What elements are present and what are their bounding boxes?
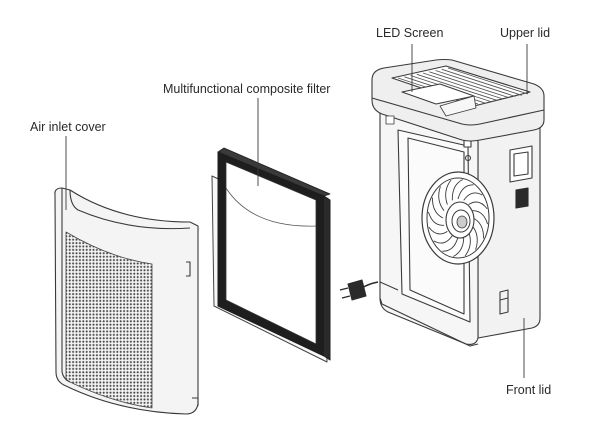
filter-label: Multifunctional composite filter <box>163 82 331 96</box>
fan-blade <box>445 179 452 205</box>
fan-blade <box>428 226 448 235</box>
fan-blade <box>471 210 489 225</box>
upper-lid-label: Upper lid <box>500 26 551 40</box>
fan-blade <box>433 235 453 244</box>
grille-pattern <box>65 231 153 409</box>
front-lid-label: Front lid <box>506 383 552 397</box>
fan-blade <box>451 179 463 201</box>
vent-slat <box>416 73 497 101</box>
fan-blade <box>438 186 445 211</box>
vent-slat <box>422 72 504 100</box>
air-inlet-cover <box>54 187 199 415</box>
fan-blade <box>427 211 445 226</box>
vent-slat <box>435 70 516 97</box>
fan-blade <box>463 192 483 201</box>
led-screen-label: LED Screen <box>376 26 444 40</box>
leader-lines <box>65 44 528 378</box>
fan-blade <box>468 201 488 210</box>
composite-filter <box>211 147 331 363</box>
vent-slat <box>441 68 522 96</box>
fan-blade <box>442 236 459 252</box>
vent-slat <box>447 67 529 95</box>
upper-lid <box>371 58 545 142</box>
fan-blade <box>457 184 474 200</box>
fan-icon <box>421 171 495 265</box>
power-plug-icon <box>339 279 379 301</box>
fan-blade <box>431 197 444 219</box>
air-inlet-cover-label: Air inlet cover <box>30 120 106 134</box>
vent-slat <box>429 71 510 99</box>
fan-blade <box>472 217 485 239</box>
fan-blade <box>453 235 465 257</box>
